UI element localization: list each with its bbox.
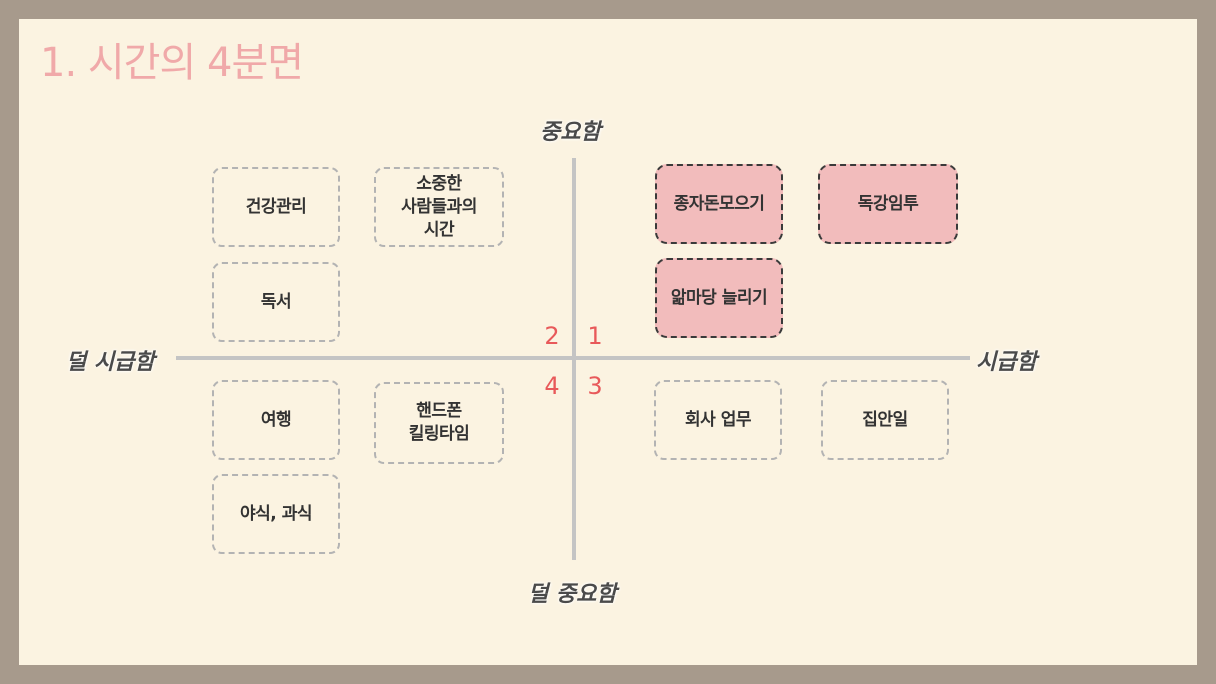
quadrant-number-2: 2 [544,322,560,350]
item-reading: 독서 [212,262,340,342]
item-time-with-loved-ones: 소중한 사람들과의 시간 [374,167,504,247]
item-late-night-overeating: 야식, 과식 [212,474,340,554]
item-phone-killing-time: 핸드폰 킬링타임 [374,382,504,464]
axis-label-important: 중요함 [540,120,601,145]
quadrant-number-1: 1 [587,322,603,350]
axis-label-less-urgent: 덜 시급함 [66,350,155,375]
axis-label-urgent: 시급함 [976,350,1037,375]
slide [19,19,1197,665]
item-housework: 집안일 [821,380,949,460]
quadrant-number-4: 4 [544,372,560,400]
horizontal-axis [176,356,970,360]
item-expand-knowledge: 앎마당 늘리기 [655,258,783,338]
item-company-work: 회사 업무 [654,380,782,460]
axis-label-less-important: 덜 중요함 [528,582,617,607]
item-independent-investing: 독강임투 [818,164,958,244]
item-travel: 여행 [212,380,340,460]
quadrant-number-3: 3 [587,372,603,400]
item-seed-money: 종자돈모으기 [655,164,783,244]
page-title: 1. 시간의 4분면 [40,40,304,86]
item-health-care: 건강관리 [212,167,340,247]
